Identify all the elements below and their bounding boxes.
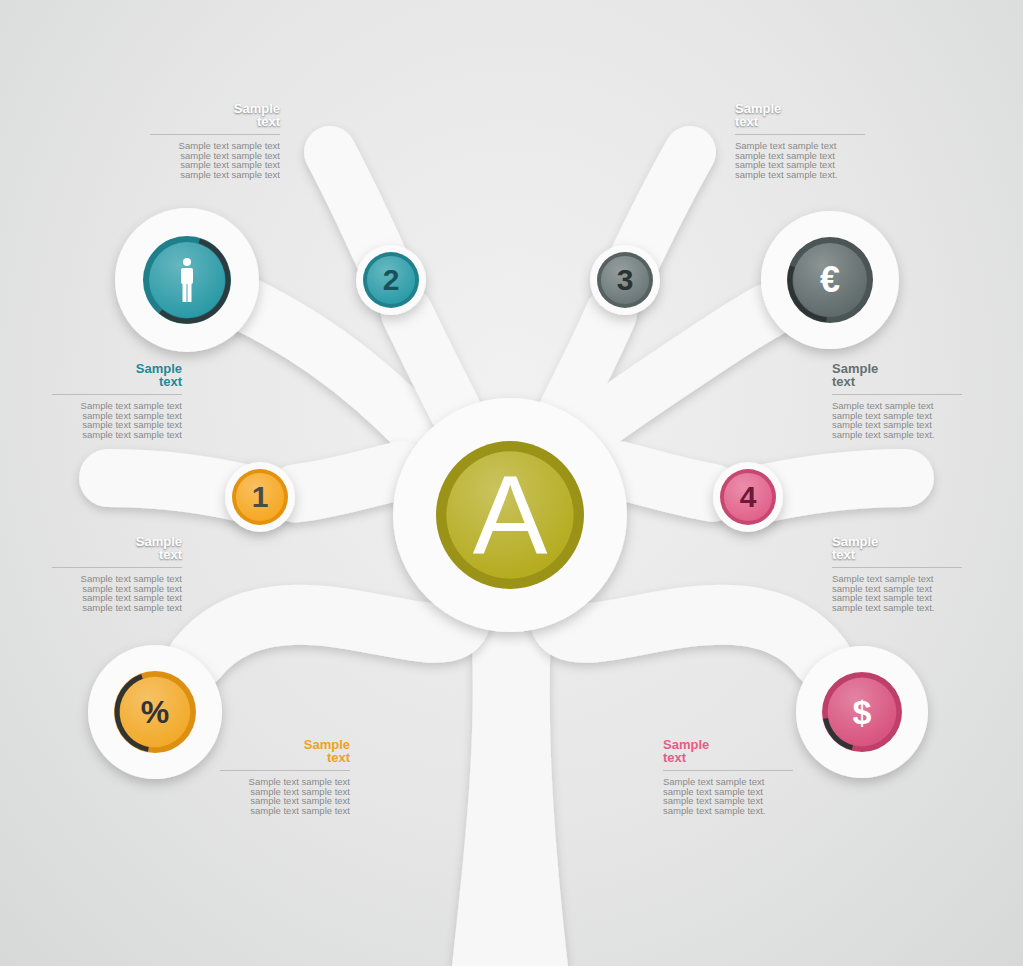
branch-connector (619, 470, 712, 492)
heading-text: Sample text (735, 102, 797, 128)
outer-disc (761, 211, 899, 349)
outer-disc (356, 245, 426, 315)
badge-label: 1 (224, 461, 296, 533)
badge-label: % (87, 644, 223, 780)
heading-text: Sample text (832, 535, 894, 561)
badge-label: 3 (589, 244, 661, 316)
text-block: Sample textSample text sample text sampl… (832, 362, 962, 439)
heading-text: Sample text (663, 738, 725, 764)
branch-connector (296, 470, 401, 493)
outer-disc (796, 646, 928, 778)
person-leg (188, 283, 192, 302)
body-text: Sample text sample text sample text samp… (735, 134, 865, 179)
person-head (183, 258, 191, 266)
branch-group (108, 152, 905, 966)
body-text: Sample text sample text sample text samp… (150, 134, 280, 179)
branch-connector (407, 312, 456, 410)
text-block: Sample textSample text sample text sampl… (52, 362, 182, 439)
heading-text: Sample text (218, 102, 280, 128)
heading-text: Sample text (288, 738, 350, 764)
body-text: Sample text sample text sample text samp… (663, 770, 793, 815)
badge-label: 4 (712, 461, 784, 533)
badge-label: € (760, 210, 900, 350)
progress-arc (826, 718, 853, 747)
hub-letter: A (392, 397, 628, 633)
heading-text: Sample text (832, 362, 894, 388)
outer-disc (590, 245, 660, 315)
text-block: Sample textSample text sample text sampl… (220, 738, 350, 815)
badge-circle: 4 (712, 461, 784, 533)
badge-circle: 1 (224, 461, 296, 533)
outer-disc (393, 398, 627, 632)
outer-disc (713, 462, 783, 532)
branch-connector (591, 311, 767, 429)
branch-connector (197, 615, 460, 659)
text-block: Sample textSample text sample text sampl… (52, 535, 182, 612)
badge-label: $ (795, 645, 929, 779)
badge-circle: € (760, 210, 900, 350)
branch-connectors (197, 311, 822, 658)
heading-text: Sample text (120, 535, 182, 561)
branch-connector (560, 615, 822, 659)
text-block: Sample textSample text sample text sampl… (150, 102, 280, 179)
badge-label: 2 (355, 244, 427, 316)
body-text: Sample text sample text sample text samp… (832, 567, 962, 612)
body-text: Sample text sample text sample text samp… (52, 394, 182, 439)
badge-circle: % (87, 644, 223, 780)
body-text: Sample text sample text sample text samp… (832, 394, 962, 439)
badge-circle: 3 (589, 244, 661, 316)
text-block: Sample textSample text sample text sampl… (832, 535, 962, 612)
outer-disc (225, 462, 295, 532)
heading-text: Sample text (120, 362, 182, 388)
badge-circle: 2 (355, 244, 427, 316)
badge-gloss (149, 242, 225, 318)
outer-disc (88, 645, 222, 779)
badge-circle: $ (795, 645, 929, 779)
body-text: Sample text sample text sample text samp… (52, 567, 182, 612)
text-block: Sample textSample text sample text sampl… (735, 102, 865, 179)
person-badge (115, 208, 259, 352)
badge-ring (143, 236, 231, 324)
hub-circle: A (392, 397, 628, 633)
body-text: Sample text sample text sample text samp… (220, 770, 350, 815)
person-leg (183, 283, 187, 302)
progress-arc (161, 241, 228, 321)
person-body (181, 268, 193, 284)
text-block: Sample textSample text sample text sampl… (663, 738, 793, 815)
badge-core (149, 242, 225, 318)
tree-trunk (452, 610, 568, 966)
badge-disc (115, 208, 259, 352)
